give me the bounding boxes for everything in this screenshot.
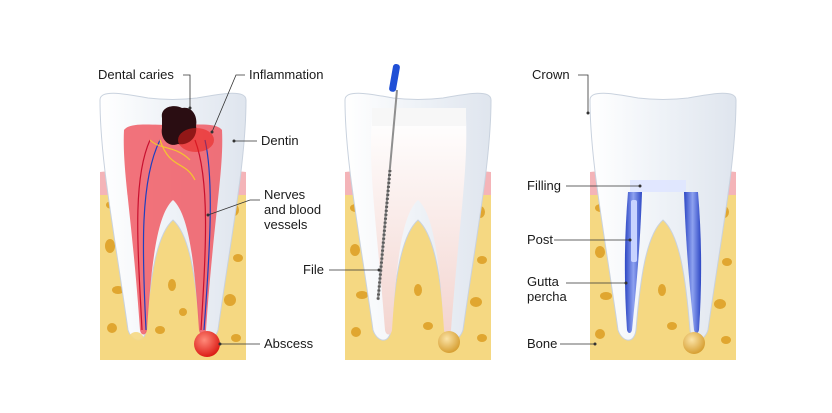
label-file: File (303, 262, 324, 277)
label-inflammation: Inflammation (249, 67, 323, 82)
label-dental-caries: Dental caries (98, 67, 174, 82)
label-gutta-line2: percha (527, 289, 568, 304)
panel-restored-tooth: Crown Filling Post Gutta percha Bone (527, 67, 736, 360)
label-crown: Crown (532, 67, 570, 82)
label-abscess: Abscess (264, 336, 314, 351)
label-post: Post (527, 232, 553, 247)
label-nerves-line2: and blood (264, 202, 321, 217)
label-bone: Bone (527, 336, 557, 351)
file-handle (389, 64, 401, 93)
label-nerves-line3: vessels (264, 217, 308, 232)
leader-dot-file (378, 269, 381, 272)
label-nerves-line1: Nerves (264, 187, 306, 202)
post (631, 200, 637, 262)
panel-cleaning-tooth: File (303, 64, 491, 360)
label-gutta-line1: Gutta (527, 274, 560, 289)
access-cavity (372, 108, 466, 126)
root-tip-right (683, 332, 705, 354)
label-dentin: Dentin (261, 133, 299, 148)
root-tip-right (438, 331, 460, 353)
label-filling: Filling (527, 178, 561, 193)
panel-infected-tooth: Dental caries Inflammation Dentin Nerves… (98, 67, 323, 360)
inflammation-spot (178, 128, 214, 152)
root-tip-left (128, 332, 144, 348)
abscess (194, 331, 220, 357)
